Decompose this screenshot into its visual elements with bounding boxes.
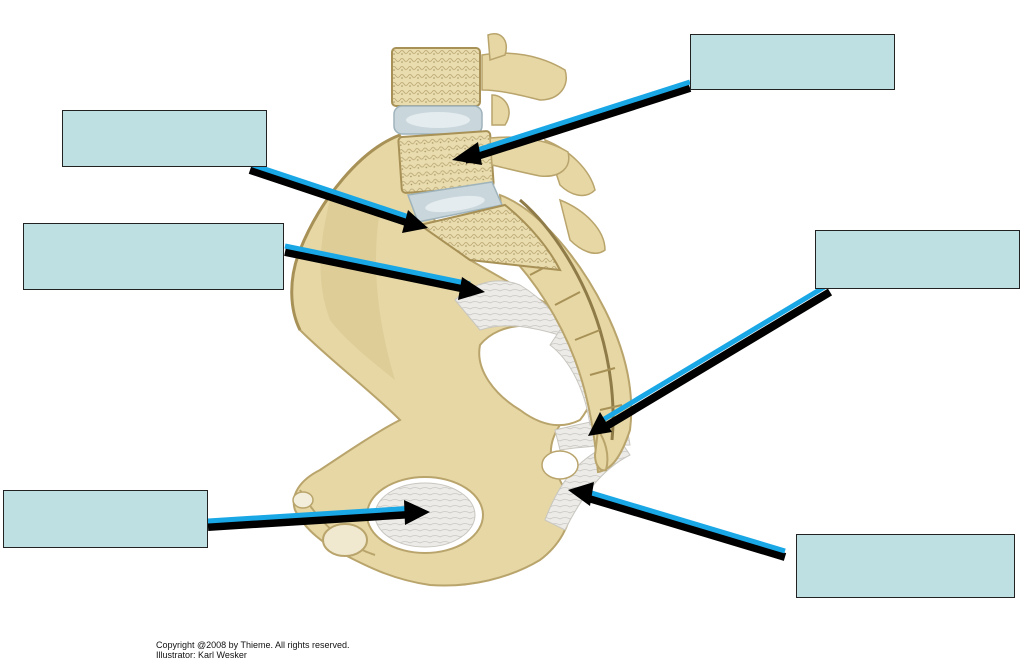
copyright-text: Copyright @2008 by Thieme. All rights re… [156, 640, 350, 650]
label-box-middle-right[interactable] [815, 230, 1020, 289]
label-box-lower-left[interactable] [3, 490, 208, 548]
leader-arrows [207, 79, 833, 561]
iliac-crest [290, 133, 401, 331]
arrow-middle-right [588, 283, 833, 436]
iliac-wing-shading [320, 200, 395, 380]
arrow-middle-left [284, 243, 485, 300]
label-box-upper-left[interactable] [62, 110, 267, 167]
label-box-lower-right[interactable] [796, 534, 1015, 598]
label-box-middle-left[interactable] [23, 223, 284, 290]
obturator-foramen [366, 476, 484, 554]
lesser-sciatic-foramen [541, 450, 579, 480]
arrow-lower-right [568, 482, 787, 561]
arrow-lower-left [207, 500, 430, 531]
sacral-promontory [417, 203, 562, 272]
articular-processes [487, 33, 510, 126]
copyright-credit: Copyright @2008 by Thieme. All rights re… [156, 640, 350, 660]
label-box-upper-right[interactable] [690, 34, 895, 90]
pubic-symphysis-surface [322, 523, 368, 557]
illustrator-text: Illustrator: Karl Wesker [156, 650, 247, 660]
arrow-upper-left [248, 161, 428, 233]
coccyx [593, 427, 609, 472]
vertebral-body-l4 [391, 47, 481, 107]
ischial-spine-surface [292, 491, 314, 509]
arrow-upper-right [452, 79, 692, 165]
